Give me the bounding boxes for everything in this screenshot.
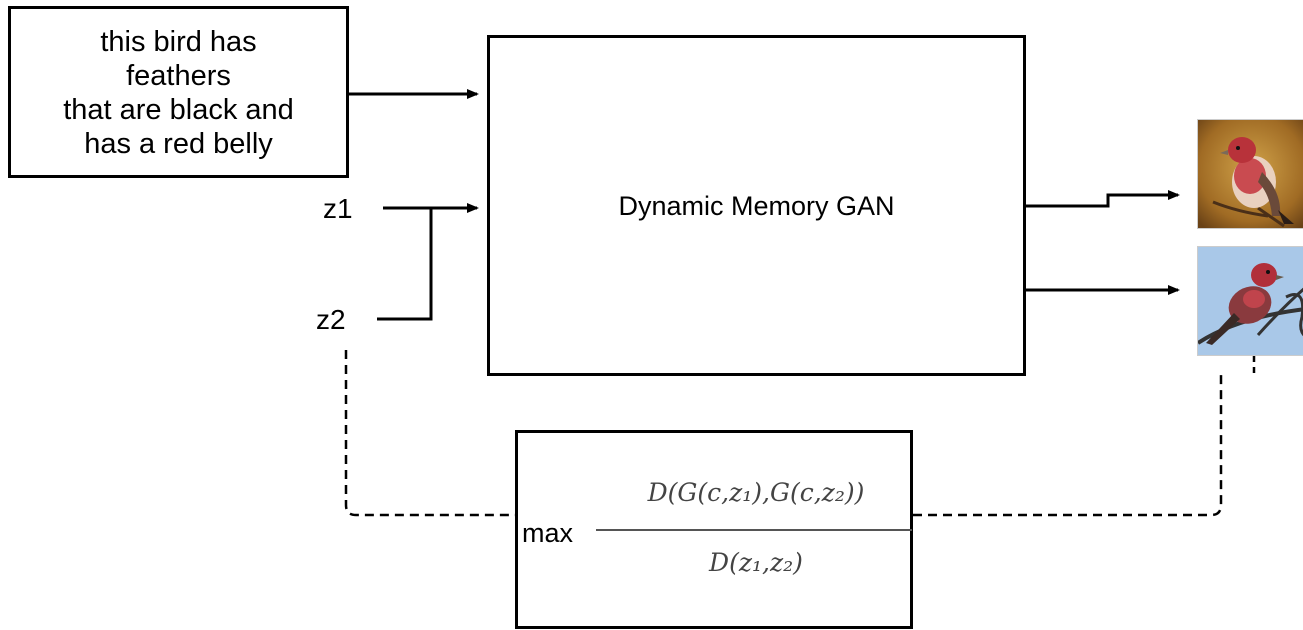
objective-numerator: D(G(c,z₁),G(c,z₂)) (647, 478, 865, 507)
z2-to-objective-dashed (344, 350, 515, 517)
caption-text: this bird has feathers that are black an… (10, 8, 347, 178)
caption-line-3: that are black and (63, 94, 294, 126)
caption-box (8, 6, 349, 178)
fraction-bar (596, 529, 912, 531)
caption-line-1: this bird has (100, 26, 257, 58)
gan-box: Dynamic Memory GAN (487, 35, 1026, 376)
red-finch-icon (1198, 120, 1303, 228)
red-finch-icon (1198, 247, 1303, 355)
objective-denominator: D(z₁,z₂) (709, 548, 803, 577)
z2-label: z2 (316, 304, 346, 335)
gan-label: Dynamic Memory GAN (618, 191, 895, 221)
bird-image-2 (1197, 246, 1303, 356)
z2-merge-line (377, 208, 433, 321)
caption-line-2: feathers (126, 60, 231, 92)
objective-to-output-dashed (913, 375, 1223, 517)
z1-label: z1 (323, 193, 353, 224)
bird-image-1 (1197, 119, 1303, 229)
gan-to-bird1-arrow (1026, 190, 1180, 208)
objective-operator: max (522, 518, 574, 548)
caption-line-4: has a red belly (84, 128, 273, 160)
